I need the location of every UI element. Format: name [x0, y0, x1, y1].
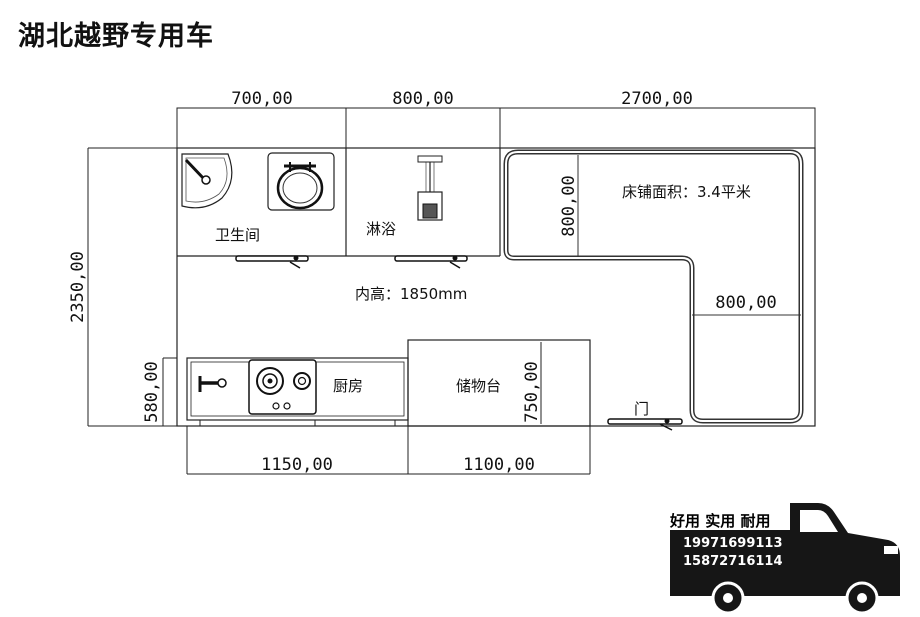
storage-table-outline: [407, 339, 591, 427]
dim-total-height: 2350,00: [68, 251, 88, 323]
label-inner-height: 内高：1850mm: [355, 285, 467, 303]
truck-front-hub-icon: [857, 593, 867, 603]
dim-bed-depth: 800,00: [559, 175, 579, 236]
shower-icon: [417, 155, 443, 221]
top-dimension-band: [176, 107, 816, 149]
dim-shower-width: 800,00: [392, 89, 453, 109]
label-bed-area: 床铺面积：3.4平米: [622, 183, 751, 201]
truck-ad: 好用 实用 耐用 19971699113 15872716114: [669, 503, 900, 615]
sink-icon: [181, 153, 233, 209]
ad-phone-2: 15872716114: [683, 554, 783, 569]
storage-table: [407, 339, 591, 427]
dim-storage-length: 1100,00: [463, 455, 535, 475]
toilet-icon: [267, 152, 335, 211]
label-kitchen: 厨房: [333, 377, 363, 395]
bed-frame: [503, 149, 804, 424]
entry-door: [607, 418, 683, 431]
ad-slogan: 好用 实用 耐用: [669, 512, 770, 530]
shower-sliding-door: [394, 255, 468, 269]
dim-kitchen-depth: 580,00: [142, 361, 162, 422]
dim-bed-length: 2700,00: [621, 89, 693, 109]
truck-rear-hub-icon: [723, 593, 733, 603]
brand-title: 湖北越野专用车: [18, 21, 214, 52]
label-bathroom: 卫生间: [215, 226, 260, 244]
stove-icon: [248, 359, 317, 415]
label-shower: 淋浴: [366, 220, 396, 238]
truck-headlight-icon: [884, 546, 898, 554]
truck-window-icon: [800, 510, 838, 532]
ad-phone-1: 19971699113: [683, 536, 783, 551]
bed-rail-inner: [505, 151, 802, 422]
dim-kitchen-length: 1150,00: [261, 455, 333, 475]
dim-bathroom-width: 700,00: [231, 89, 292, 109]
bathroom-sliding-door: [235, 255, 309, 269]
phone-panel: [678, 532, 786, 572]
label-storage: 储物台: [456, 377, 501, 395]
dim-storage-height: 750,00: [522, 361, 542, 422]
faucet-icon: [198, 376, 227, 392]
label-door: 门: [634, 400, 649, 418]
dim-bed-width: 800,00: [715, 293, 776, 313]
